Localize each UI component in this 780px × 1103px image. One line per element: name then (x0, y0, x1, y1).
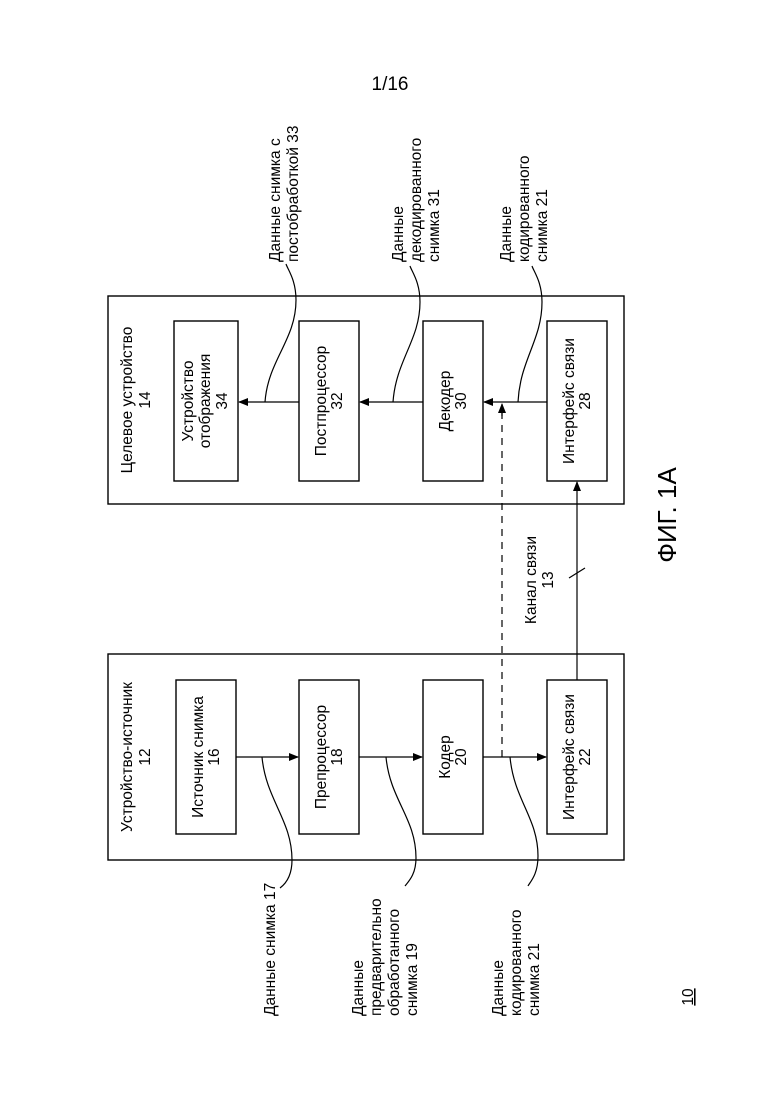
svg-text:предварительно: предварительно (368, 898, 385, 1016)
svg-text:кодированного: кодированного (516, 155, 533, 262)
figure-reference-number: 10 (680, 988, 697, 1006)
svg-text:декодированного: декодированного (408, 138, 425, 262)
svg-text:28: 28 (577, 392, 594, 409)
block-display-device: Устройство отображения 34 (174, 321, 238, 481)
source-device-title: Устройство-источник (119, 682, 136, 832)
svg-text:снимка 31: снимка 31 (426, 189, 443, 262)
svg-text:16: 16 (206, 748, 223, 765)
svg-text:Данные снимка с: Данные снимка с (267, 138, 284, 262)
page-number: 1/16 (372, 74, 409, 95)
label-preprocessed-data-19: Данные предварительно обработанного сним… (350, 898, 421, 1016)
svg-text:Данные: Данные (490, 960, 507, 1016)
svg-text:22: 22 (577, 748, 594, 765)
svg-text:снимка 21: снимка 21 (526, 943, 543, 1016)
source-device: Устройство-источник 12 Источник снимка 1… (108, 654, 624, 888)
svg-text:Кодер: Кодер (437, 735, 454, 779)
source-device-number: 12 (137, 748, 154, 765)
svg-text:Постпроцессор: Постпроцессор (313, 346, 330, 456)
svg-text:34: 34 (214, 392, 231, 410)
destination-device-title: Целевое устройство (119, 327, 136, 474)
block-decoder: Декодер 30 (423, 321, 483, 481)
channel-label: Канал связи (523, 536, 540, 624)
svg-text:18: 18 (329, 748, 346, 765)
svg-text:Декодер: Декодер (437, 371, 454, 432)
destination-device-number: 14 (137, 391, 154, 409)
svg-text:32: 32 (329, 392, 346, 409)
svg-text:кодированного: кодированного (508, 909, 525, 1016)
figure-label: ФИГ. 1А (652, 467, 682, 563)
block-picture-source: Источник снимка 16 (176, 680, 236, 834)
svg-text:Препроцессор: Препроцессор (313, 705, 330, 809)
svg-text:Интерфейс связи: Интерфейс связи (561, 338, 578, 464)
label-encoded-data-21-dst: Данные кодированного снимка 21 (498, 155, 551, 262)
destination-device: Целевое устройство 14 Устройство отображ… (108, 264, 624, 504)
block-encoder: Кодер 20 (423, 680, 483, 834)
svg-text:Данные: Данные (498, 206, 515, 262)
label-picture-data-17: Данные снимка 17 (262, 883, 279, 1016)
svg-text:Данные: Данные (350, 960, 367, 1016)
block-source-comm-interface: Интерфейс связи 22 (547, 680, 607, 834)
svg-text:постобработкой 33: постобработкой 33 (285, 126, 302, 262)
svg-text:отображения: отображения (197, 354, 214, 449)
svg-text:Источник снимка: Источник снимка (190, 696, 207, 818)
svg-text:Интерфейс связи: Интерфейс связи (561, 694, 578, 820)
label-encoded-data-21-src: Данные кодированного снимка 21 (490, 909, 543, 1016)
label-postprocessed-data-33: Данные снимка с постобработкой 33 (267, 126, 302, 262)
svg-text:Устройство: Устройство (180, 360, 197, 441)
svg-text:30: 30 (453, 392, 470, 410)
label-decoded-data-31: Данные декодированного снимка 31 (390, 138, 443, 262)
channel-number: 13 (540, 571, 557, 588)
svg-text:Данные: Данные (390, 206, 407, 262)
block-destination-comm-interface: Интерфейс связи 28 (547, 321, 607, 481)
svg-text:20: 20 (453, 748, 470, 766)
svg-text:снимка 21: снимка 21 (534, 189, 551, 262)
svg-text:обработанного: обработанного (386, 909, 403, 1016)
svg-text:снимка 19: снимка 19 (404, 943, 421, 1016)
block-postprocessor: Постпроцессор 32 (299, 321, 359, 481)
block-preprocessor: Препроцессор 18 (299, 680, 359, 834)
